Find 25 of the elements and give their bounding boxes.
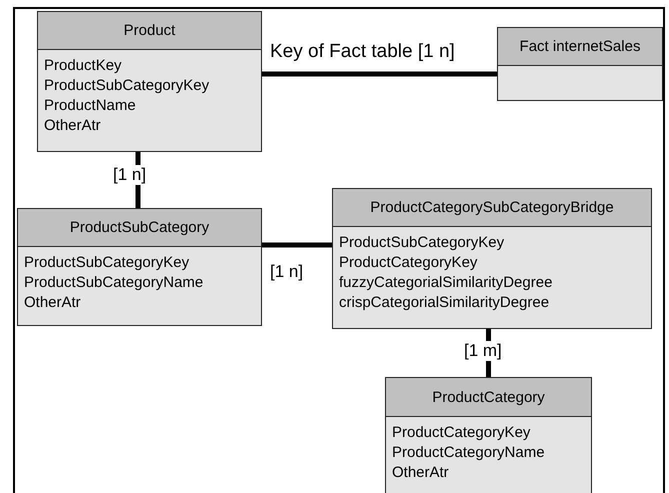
- table-name: ProductCategory: [386, 378, 591, 417]
- attribute-name: ProductSubCategoryKey: [44, 76, 210, 96]
- table-name: ProductSubCategory: [18, 209, 261, 247]
- table-name: Fact internetSales: [498, 28, 662, 66]
- cardinality-label: [1 m]: [462, 341, 504, 361]
- attribute-name: ProductSubCategoryKey: [24, 253, 190, 273]
- attribute-name: OtherAtr: [24, 293, 82, 313]
- attribute-name: ProductName: [44, 96, 137, 116]
- attribute-name: ProductKey: [44, 56, 123, 76]
- attribute-name: ProductSubCategoryKey: [339, 233, 506, 253]
- attribute-name: ProductCategoryKey: [392, 423, 532, 443]
- table-box: [385, 377, 592, 493]
- attribute-name: OtherAtr: [392, 463, 450, 483]
- table-name: ProductCategorySubCategoryBridge: [333, 189, 651, 227]
- table-box: [497, 27, 663, 101]
- attribute-name: ProductSubCategoryName: [24, 273, 204, 293]
- table-name: Product: [38, 12, 261, 50]
- attribute-name: ProductCategoryName: [392, 443, 546, 463]
- attribute-name: OtherAtr: [44, 116, 102, 136]
- table-box: [332, 188, 652, 329]
- attribute-name: crispCategorialSimilarityDegree: [339, 293, 550, 313]
- table-box: [17, 208, 262, 326]
- table-box: [37, 11, 262, 152]
- attribute-name: ProductCategoryKey: [339, 253, 478, 273]
- attribute-name: fuzzyCategorialSimilarityDegree: [339, 273, 554, 293]
